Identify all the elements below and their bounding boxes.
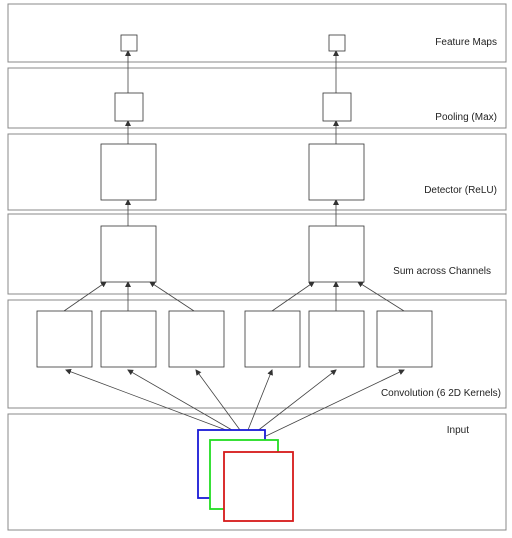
input-channel-red — [223, 451, 294, 522]
detector-map-2 — [308, 143, 365, 201]
sum-map-2 — [308, 225, 365, 283]
feature-map-2 — [328, 34, 346, 52]
pooling-map-2 — [322, 92, 352, 122]
sum-map-1 — [100, 225, 157, 283]
panel-label-input: Input — [447, 425, 469, 436]
input-to-kernel-arrows — [65, 368, 405, 437]
panel-label-detector: Detector (ReLU) — [424, 185, 497, 196]
kernel-map-3 — [168, 310, 225, 368]
panel-label-pooling: Pooling (Max) — [435, 112, 497, 123]
kernel-map-1 — [36, 310, 93, 368]
feature-map-1 — [120, 34, 138, 52]
detector-map-1 — [100, 143, 157, 201]
panel-detector — [7, 133, 507, 211]
panel-label-convolution: Convolution (6 2D Kernels) — [381, 388, 501, 399]
panel-label-feature-maps: Feature Maps — [435, 37, 497, 48]
kernel-map-4 — [244, 310, 301, 368]
kernel-to-sum-arrows — [63, 281, 405, 312]
kernel-map-2 — [100, 310, 157, 368]
pooling-map-1 — [114, 92, 144, 122]
panel-label-sum: Sum across Channels — [393, 266, 491, 277]
kernel-map-6 — [376, 310, 433, 368]
panel-pooling — [7, 67, 507, 129]
panel-sum — [7, 213, 507, 295]
vertical-arrows — [125, 50, 339, 226]
panel-feature-maps — [7, 3, 507, 63]
kernel-map-5 — [308, 310, 365, 368]
